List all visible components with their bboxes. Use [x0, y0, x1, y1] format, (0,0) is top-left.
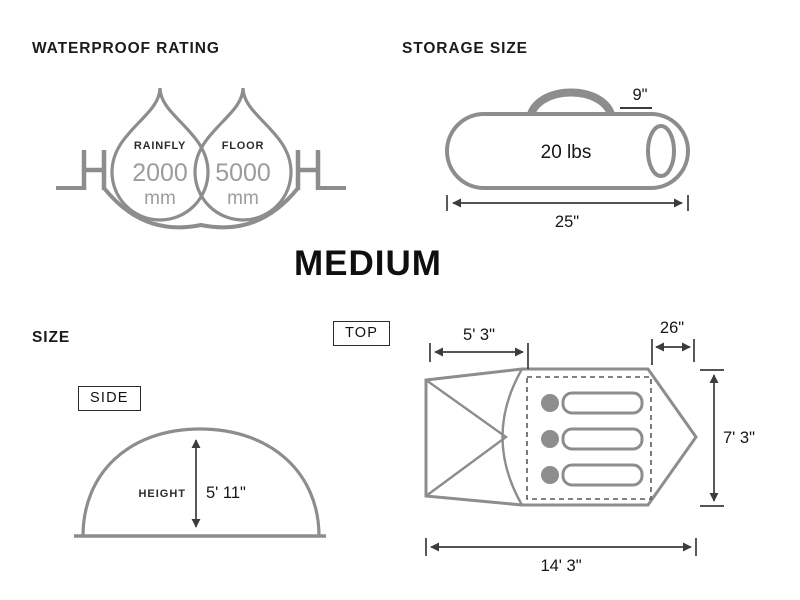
floor-label: FLOOR — [222, 140, 265, 152]
waterproof-graphic: RAINFLY 2000 mm FLOOR 5000 mm — [56, 87, 346, 230]
bag-end-cap — [646, 124, 676, 178]
bag-length-label: 25" — [555, 213, 579, 231]
width-dim-label: 7' 3" — [723, 429, 755, 447]
sleeper-icon — [541, 427, 644, 451]
top-view-label: TOP — [333, 321, 391, 346]
rainfly-unit: mm — [144, 188, 176, 209]
height-label: HEIGHT — [138, 488, 186, 500]
vestibule-dim-label: 5' 3" — [463, 326, 495, 344]
sleeper-icon — [541, 391, 644, 415]
side-view-graphic: HEIGHT 5' 11" — [74, 427, 326, 538]
hydrostatic-bracket-left-icon — [81, 150, 107, 190]
inner-tent-front-arc — [501, 368, 524, 506]
side-view-tent-icon — [81, 427, 321, 537]
rear-dim-label: 26" — [660, 319, 684, 337]
top-view-graphic: 5' 3" 26" 7' 3" 14' 3" — [424, 319, 755, 575]
handle-dim-label: 9" — [632, 86, 647, 104]
bag-length-dim-ticks — [446, 195, 689, 211]
height-value: 5' 11" — [206, 484, 246, 502]
sleeper-icon — [541, 463, 644, 487]
size-heading: SIZE — [32, 329, 71, 346]
total-length-dim-label: 14' 3" — [540, 557, 581, 575]
rainfly-label: RAINFLY — [134, 140, 186, 152]
floor-dashed-outline — [526, 376, 652, 500]
waterproof-rating-heading: WATERPROOF RATING — [32, 40, 220, 57]
storage-size-heading: STORAGE SIZE — [402, 40, 528, 57]
storage-graphic: 20 lbs 9" 25" — [445, 86, 690, 231]
hydrostatic-bracket-right-icon — [295, 150, 321, 190]
side-view-label: SIDE — [78, 386, 141, 411]
floor-value: 5000 — [215, 159, 271, 187]
storage-bag-icon — [445, 112, 690, 190]
rainfly-value: 2000 — [132, 159, 188, 187]
bag-handle-icon — [526, 88, 616, 122]
vestibule-dim-ticks — [429, 343, 529, 369]
width-dim-ticks — [700, 369, 724, 507]
bag-weight: 20 lbs — [541, 142, 592, 163]
top-view-tent-outline — [424, 367, 698, 507]
rear-dim-ticks — [651, 339, 695, 365]
size-title: MEDIUM — [294, 244, 442, 283]
vestibule-guy-lines — [425, 379, 509, 497]
floor-unit: mm — [227, 188, 259, 209]
total-length-dim-ticks — [425, 538, 697, 556]
floor-droplet-icon — [193, 87, 293, 222]
rainfly-droplet-icon — [110, 87, 210, 222]
